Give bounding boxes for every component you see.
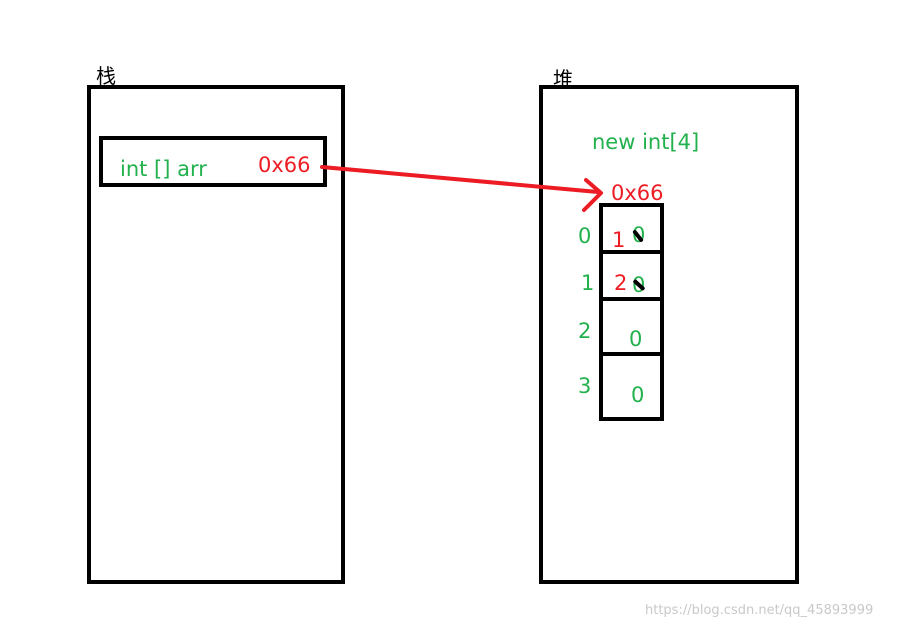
array-cell-0-new-value: 1 (612, 228, 626, 252)
watermark: https://blog.csdn.net/qq_45893999 (645, 603, 874, 618)
stack-variable-slot (99, 136, 327, 187)
array-index-0: 0 (578, 224, 592, 248)
heap-frame (539, 85, 799, 584)
heap-array-address: 0x66 (611, 181, 664, 205)
array-index-1: 1 (581, 271, 595, 295)
array-cell-1-new-value: 2 (614, 271, 628, 295)
stack-frame (87, 85, 345, 584)
array-cell-3 (599, 352, 664, 421)
array-cell-2-value: 0 (629, 327, 643, 351)
array-index-3: 3 (578, 374, 592, 398)
stack-variable-declaration: int [] arr (120, 157, 207, 181)
array-cell-3-value: 0 (631, 383, 645, 407)
stack-variable-address: 0x66 (258, 153, 311, 177)
heap-new-expression: new int[4] (592, 130, 700, 154)
array-index-2: 2 (578, 319, 592, 343)
stack-title: 栈 (96, 64, 116, 88)
